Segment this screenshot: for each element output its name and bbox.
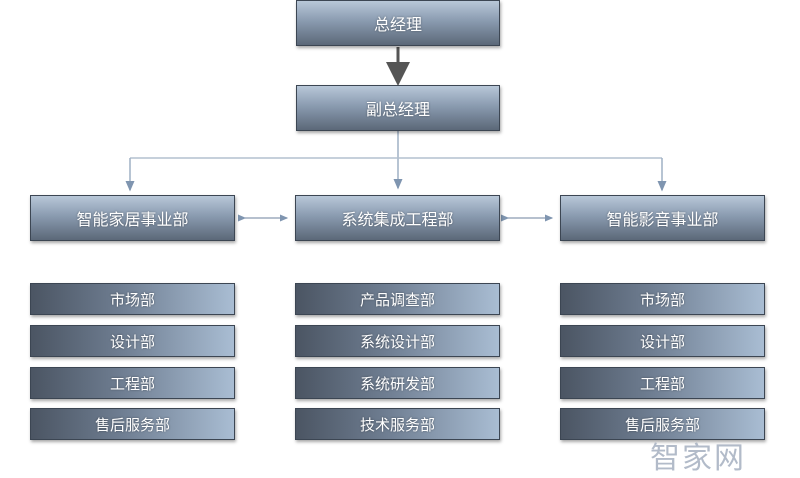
sub-dept: 市场部 [30, 283, 235, 315]
dept-box-smart-home: 智能家居事业部 [30, 195, 235, 241]
sub-dept: 系统设计部 [295, 325, 500, 357]
sub-dept: 产品调查部 [295, 283, 500, 315]
watermark-logo: 智家网 [650, 441, 746, 476]
sub-dept: 工程部 [560, 367, 765, 399]
sub-dept: 市场部 [560, 283, 765, 315]
sub-dept: 售后服务部 [30, 408, 235, 440]
sub-dept: 系统研发部 [295, 367, 500, 399]
sub-dept: 工程部 [30, 367, 235, 399]
sub-dept: 售后服务部 [560, 408, 765, 440]
sub-dept: 设计部 [560, 325, 765, 357]
dept-label: 智能影音事业部 [606, 210, 719, 229]
dept-label: 系统集成工程部 [341, 210, 454, 229]
dept-box-av: 智能影音事业部 [560, 195, 765, 241]
vice-box: 副总经理 [296, 85, 500, 131]
vice-label: 副总经理 [365, 100, 430, 119]
sub-dept: 设计部 [30, 325, 235, 357]
dept-label: 智能家居事业部 [76, 210, 189, 229]
ceo-box: 总经理 [296, 0, 500, 46]
sub-dept: 技术服务部 [295, 408, 500, 440]
dept-box-integration: 系统集成工程部 [295, 195, 500, 241]
ceo-label: 总经理 [373, 15, 422, 34]
